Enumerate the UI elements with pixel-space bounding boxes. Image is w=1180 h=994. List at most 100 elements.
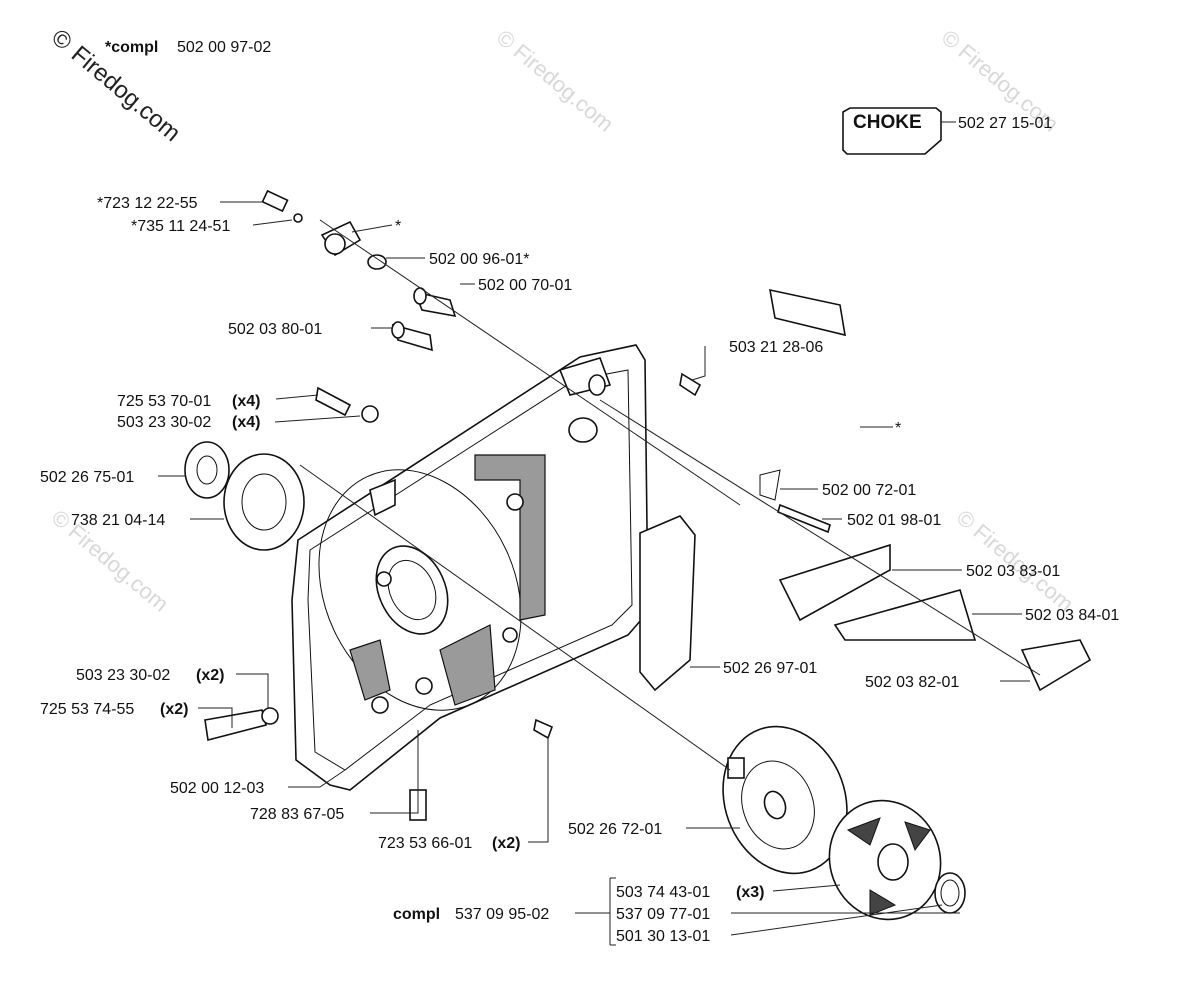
part-label-qty: (x2) — [492, 835, 520, 852]
washer-part — [293, 213, 303, 223]
part-label[interactable]: 502 00 72-01 — [822, 482, 916, 499]
leader-line — [288, 769, 346, 788]
choke-tag-label: CHOKE — [853, 112, 922, 133]
part-label[interactable]: 502 26 72-01 — [568, 821, 662, 838]
leader-line — [252, 219, 293, 226]
clutch-cover-housing — [291, 344, 649, 791]
screw-part — [315, 386, 352, 417]
part-label[interactable]: 502 00 96-01* — [429, 251, 530, 268]
clutch-shoe-assembly — [828, 799, 966, 921]
screw-part — [261, 189, 289, 213]
housing-boss — [506, 493, 524, 511]
part-label[interactable]: 503 21 28-06 — [729, 339, 823, 356]
clutch-drum-rim — [722, 725, 848, 875]
washer-part — [367, 254, 387, 270]
part-label[interactable]: 502 26 75-01 — [40, 469, 134, 486]
watermark-faint: © Firedog.com — [492, 25, 619, 137]
choke-tag[interactable]: CHOKE 502 27 15-01 — [842, 107, 1052, 155]
leader-line — [730, 904, 943, 936]
part-label[interactable]: 725 53 74-55 — [40, 701, 134, 718]
part-label-qty: (x4) — [232, 393, 260, 410]
clutch-compl-number[interactable]: 537 09 95-02 — [455, 906, 549, 923]
spring-part — [759, 469, 781, 501]
housing-ribbing — [474, 454, 546, 621]
clutch-compl-label: compl 537 09 95-02 — [393, 906, 549, 923]
clutch-hub — [877, 843, 909, 881]
clutch-compl-prefix: compl — [393, 906, 440, 923]
assembly-axis-line — [319, 219, 741, 506]
watermark-faint: © Firedog.com — [952, 505, 1079, 617]
housing-boss — [415, 677, 433, 695]
ball-bearing — [223, 453, 305, 551]
clutch-drum-hub — [763, 790, 787, 820]
leader-line — [275, 394, 319, 400]
washer-part — [361, 405, 379, 423]
clutch-shoe-slot — [846, 817, 881, 846]
header-compl-number: 502 00 97-02 — [177, 39, 271, 56]
part-label[interactable]: 502 03 82-01 — [865, 674, 959, 691]
part-label[interactable]: 502 03 83-01 — [966, 563, 1060, 580]
housing-lower-rib — [439, 624, 496, 706]
header-compl: *compl 502 00 97-02 — [105, 39, 271, 56]
part-label[interactable]: 502 03 80-01 — [228, 321, 322, 338]
part-label[interactable]: 502 01 98-01 — [847, 512, 941, 529]
choke-link-part — [1020, 639, 1092, 692]
housing-left-rib — [349, 639, 391, 701]
choke-tag-outline — [842, 107, 942, 155]
part-label[interactable]: 502 26 97-01 — [723, 660, 817, 677]
part-label[interactable]: *723 12 22-55 — [97, 195, 198, 212]
part-label[interactable]: *735 11 24-51 — [131, 218, 230, 235]
housing-boss — [376, 571, 392, 587]
part-label[interactable]: 503 23 30-02 — [117, 414, 211, 431]
part-label[interactable]: 537 09 77-01 — [616, 906, 710, 923]
leader-lines — [158, 201, 1041, 946]
assembly-axis-line — [599, 399, 1041, 676]
leader-line — [198, 707, 233, 728]
leader-line — [370, 730, 419, 814]
part-label[interactable]: 723 53 66-01 — [378, 835, 472, 852]
housing-shaft-bore-inner — [387, 559, 437, 621]
housing-shaft-bore — [375, 545, 449, 635]
choke-lever-part — [769, 288, 846, 337]
bushing-end — [391, 321, 405, 339]
part-label[interactable]: 501 30 13-01 — [616, 928, 710, 945]
housing-pivot-hole — [588, 374, 606, 396]
watermark-copyright-icon: © — [46, 24, 77, 56]
watermark-text: Firedog.com — [509, 39, 619, 137]
screw-part — [533, 718, 554, 740]
gasket-part — [639, 515, 696, 692]
part-label-qty: (x4) — [232, 414, 260, 431]
leader-line — [351, 224, 393, 233]
clutch-washer-inner — [940, 879, 960, 907]
watermark-text: Firedog.com — [64, 519, 174, 617]
watermark-text: Firedog.com — [66, 41, 186, 147]
header-compl-prefix: *compl — [105, 39, 158, 56]
part-label-qty: (x3) — [736, 884, 764, 901]
leader-line — [772, 884, 841, 892]
hardware-parts — [204, 189, 1092, 821]
part-label[interactable]: 725 53 70-01 — [117, 393, 211, 410]
part-label[interactable]: 502 00 70-01 — [478, 277, 572, 294]
bearing-assembly — [184, 441, 305, 551]
part-label[interactable]: 502 00 12-03 — [170, 780, 264, 797]
part-label[interactable]: 502 03 84-01 — [1025, 607, 1119, 624]
housing-boss — [502, 627, 518, 643]
leader-line — [528, 738, 549, 843]
clutch-shoe-slot — [869, 889, 897, 916]
choke-part-number[interactable]: 502 27 15-01 — [958, 115, 1052, 132]
ball-bearing-inner — [241, 473, 287, 531]
housing-choke-boss — [568, 417, 598, 443]
part-label-qty: (x2) — [160, 701, 188, 718]
bracket-part — [833, 589, 977, 641]
part-label[interactable]: 738 21 04-14 — [71, 512, 165, 529]
washer-part — [261, 707, 279, 725]
clutch-washer — [934, 872, 966, 914]
leader-line — [691, 346, 706, 381]
screw-part — [679, 372, 702, 397]
clutch-drum-face — [741, 760, 815, 850]
part-label[interactable]: 728 83 67-05 — [250, 806, 344, 823]
seal-ring — [184, 441, 230, 499]
part-label[interactable]: 503 23 30-02 — [76, 667, 170, 684]
part-label[interactable]: 503 74 43-01 — [616, 884, 710, 901]
